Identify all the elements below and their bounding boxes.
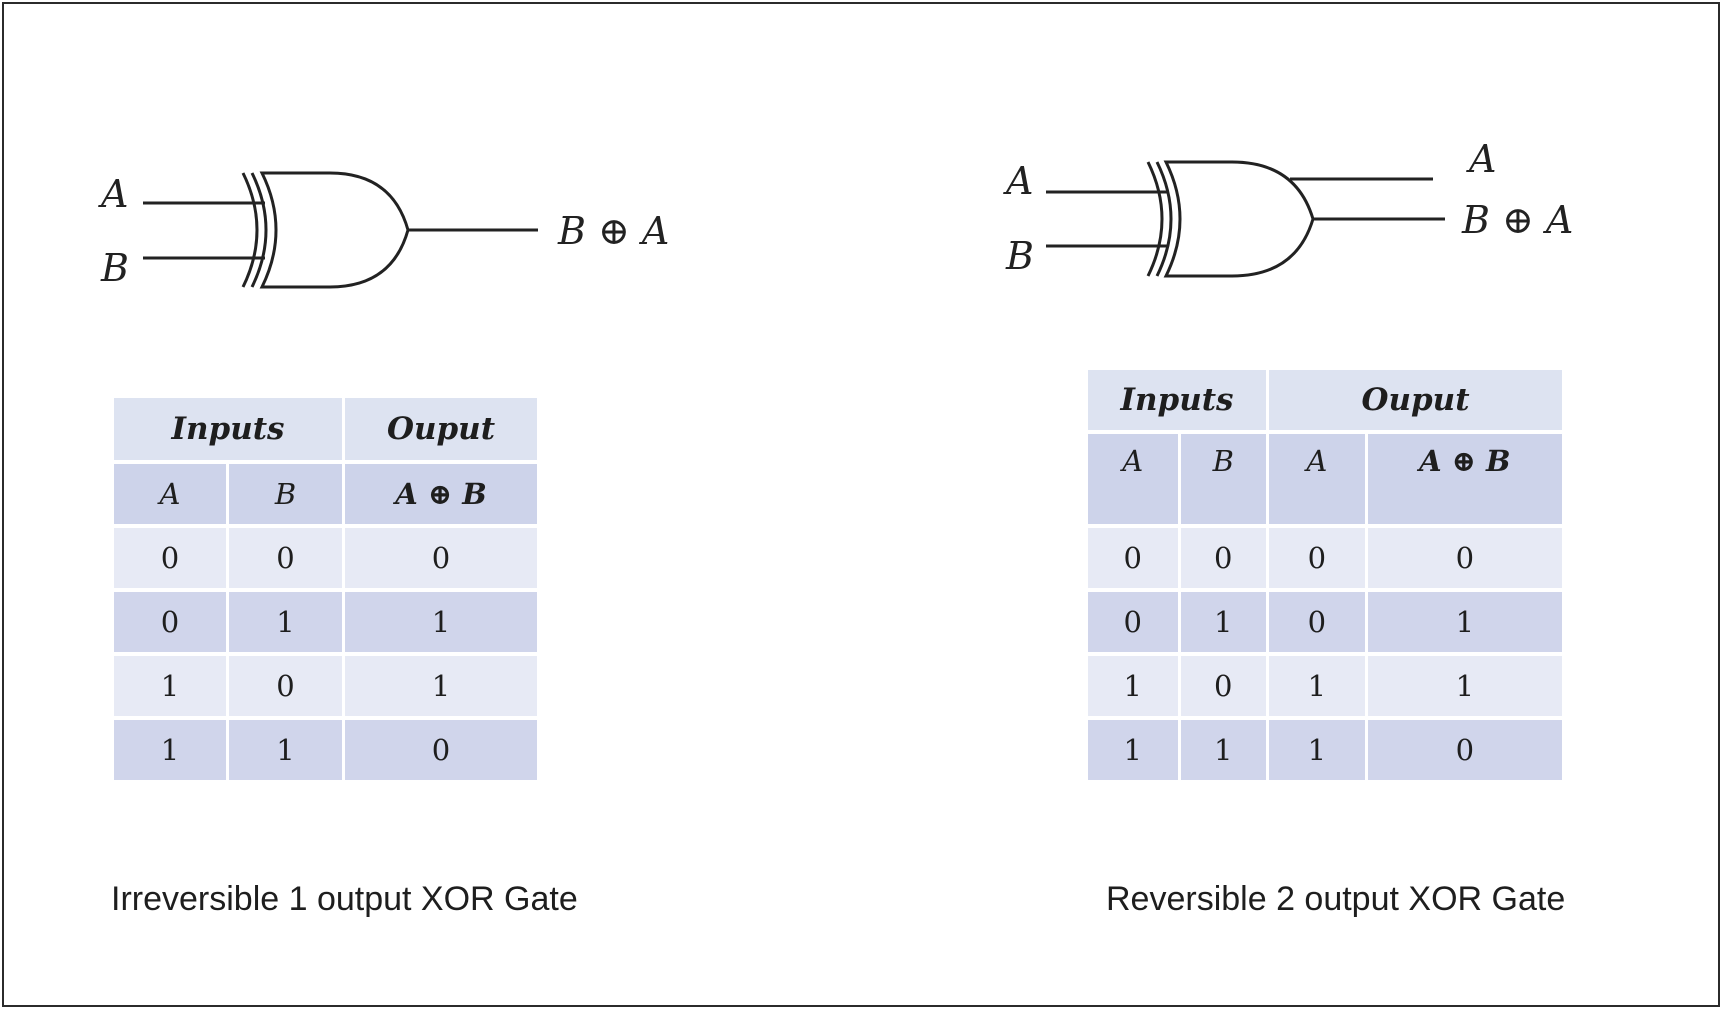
column-header: A: [114, 464, 226, 524]
column-header: A: [1088, 434, 1178, 524]
xor-extra-curve-inner: [1155, 161, 1173, 277]
output-xor-label: B ⊕ A: [1461, 198, 1573, 242]
table-cell: 1: [1088, 656, 1178, 716]
table-cell: 0: [1367, 528, 1562, 588]
table-cell: 0: [1088, 592, 1178, 652]
xor-extra-curve-inner: [250, 172, 268, 288]
table-cell: 1: [114, 720, 226, 780]
table-cell: 1: [1180, 592, 1266, 652]
table-cell: 1: [1088, 720, 1178, 780]
table-row: 1 0 1: [114, 656, 537, 716]
table-group-header-row: Inputs Ouput: [114, 398, 537, 460]
table-cell: 1: [1180, 720, 1266, 780]
table-cell: 0: [1088, 528, 1178, 588]
input-a-label: A: [98, 172, 128, 216]
table-cell: 0: [229, 656, 342, 716]
table-cell: 0: [1367, 720, 1562, 780]
table-column-header-row: A B A A ⊕ B: [1088, 434, 1562, 524]
table-cell: 0: [345, 720, 537, 780]
table-row: 0 0 0: [114, 528, 537, 588]
table-cell: 0: [114, 528, 226, 588]
column-header: A ⊕ B: [345, 464, 537, 524]
input-a-label: A: [1003, 159, 1033, 203]
inputs-group-header: Inputs: [1088, 370, 1266, 430]
column-header: B: [229, 464, 342, 524]
xor-gate-body: [1163, 160, 1315, 278]
table-group-header-row: Inputs Ouput: [1088, 370, 1562, 430]
table-cell: 0: [229, 528, 342, 588]
table-cell: 1: [1367, 592, 1562, 652]
table-cell: 0: [1180, 656, 1266, 716]
table-cell: 1: [1367, 656, 1562, 716]
table-cell: 0: [1269, 592, 1365, 652]
reversible-truth-table: Inputs Ouput A B A A ⊕ B 0 0 0 0 0 1 0 1…: [1085, 366, 1565, 784]
reversible-caption: Reversible 2 output XOR Gate: [1106, 880, 1566, 918]
xor-gate-body: [259, 171, 410, 289]
output-group-header: Ouput: [1269, 370, 1562, 430]
table-cell: 1: [345, 592, 537, 652]
column-header: A: [1269, 434, 1365, 524]
table-cell: 1: [1269, 656, 1365, 716]
output-a-label: A: [1466, 137, 1496, 181]
table-row: 1 1 1 0: [1088, 720, 1562, 780]
column-header: B: [1180, 434, 1266, 524]
table-cell: 1: [229, 592, 342, 652]
irreversible-xor-gate: A B B ⊕ A: [98, 171, 669, 290]
table-cell: 1: [345, 656, 537, 716]
table-row: 0 0 0 0: [1088, 528, 1562, 588]
xor-extra-curve: [1146, 161, 1164, 277]
column-header: A ⊕ B: [1367, 434, 1562, 524]
table-cell: 1: [114, 656, 226, 716]
output-label: B ⊕ A: [557, 209, 669, 253]
table-row: 0 1 0 1: [1088, 592, 1562, 652]
table-cell: 0: [1180, 528, 1266, 588]
input-b-label: B: [1005, 234, 1034, 278]
inputs-group-header: Inputs: [114, 398, 342, 460]
table-cell: 0: [1269, 528, 1365, 588]
table-row: 0 1 1: [114, 592, 537, 652]
irreversible-truth-table: Inputs Ouput A B A ⊕ B 0 0 0 0 1 1 1 0 1…: [111, 394, 540, 784]
irreversible-caption: Irreversible 1 output XOR Gate: [111, 880, 578, 918]
table-cell: 1: [1269, 720, 1365, 780]
table-row: 1 1 0: [114, 720, 537, 780]
table-row: 1 0 1 1: [1088, 656, 1562, 716]
input-b-label: B: [100, 246, 129, 290]
reversible-xor-gate: A B A B ⊕ A: [1003, 137, 1573, 278]
table-cell: 1: [229, 720, 342, 780]
output-group-header: Ouput: [345, 398, 537, 460]
table-cell: 0: [114, 592, 226, 652]
xor-extra-curve: [241, 172, 259, 288]
table-cell: 0: [345, 528, 537, 588]
table-column-header-row: A B A ⊕ B: [114, 464, 537, 524]
